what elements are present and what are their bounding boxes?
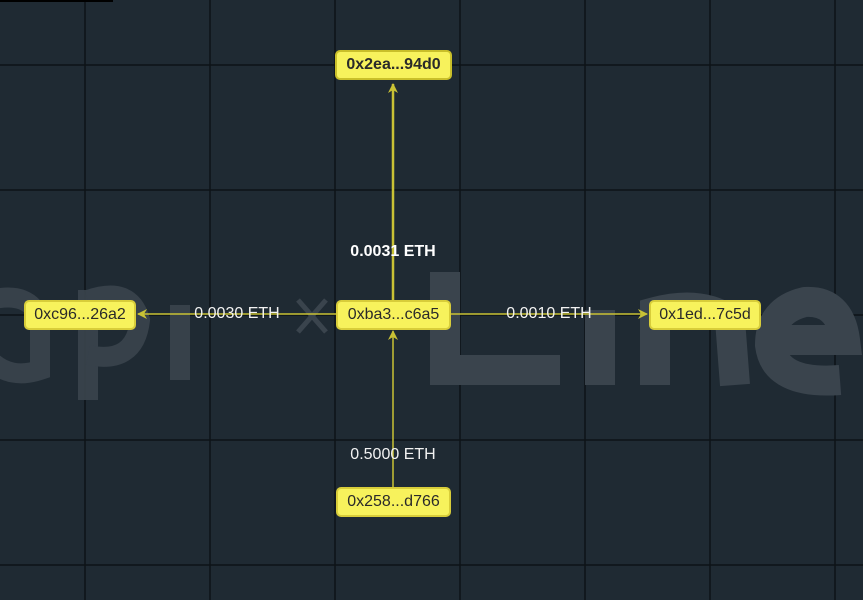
top-edge-bar: [0, 0, 113, 2]
node-right-address[interactable]: 0x1ed...7c5d: [649, 300, 761, 330]
edge-label-from-bottom: 0.5000 ETH: [350, 446, 436, 463]
edge-label-to-left: 0.0030 ETH: [194, 305, 280, 322]
edge-label-to-top: 0.0031 ETH: [350, 243, 436, 260]
node-bottom-address[interactable]: 0x258...d766: [336, 487, 451, 517]
node-center-address[interactable]: 0xba3...c6a5: [336, 300, 451, 330]
node-top-address[interactable]: 0x2ea...94d0: [335, 50, 452, 80]
node-left-address[interactable]: 0xc96...26a2: [24, 300, 136, 330]
edge-label-to-right: 0.0010 ETH: [506, 305, 592, 322]
